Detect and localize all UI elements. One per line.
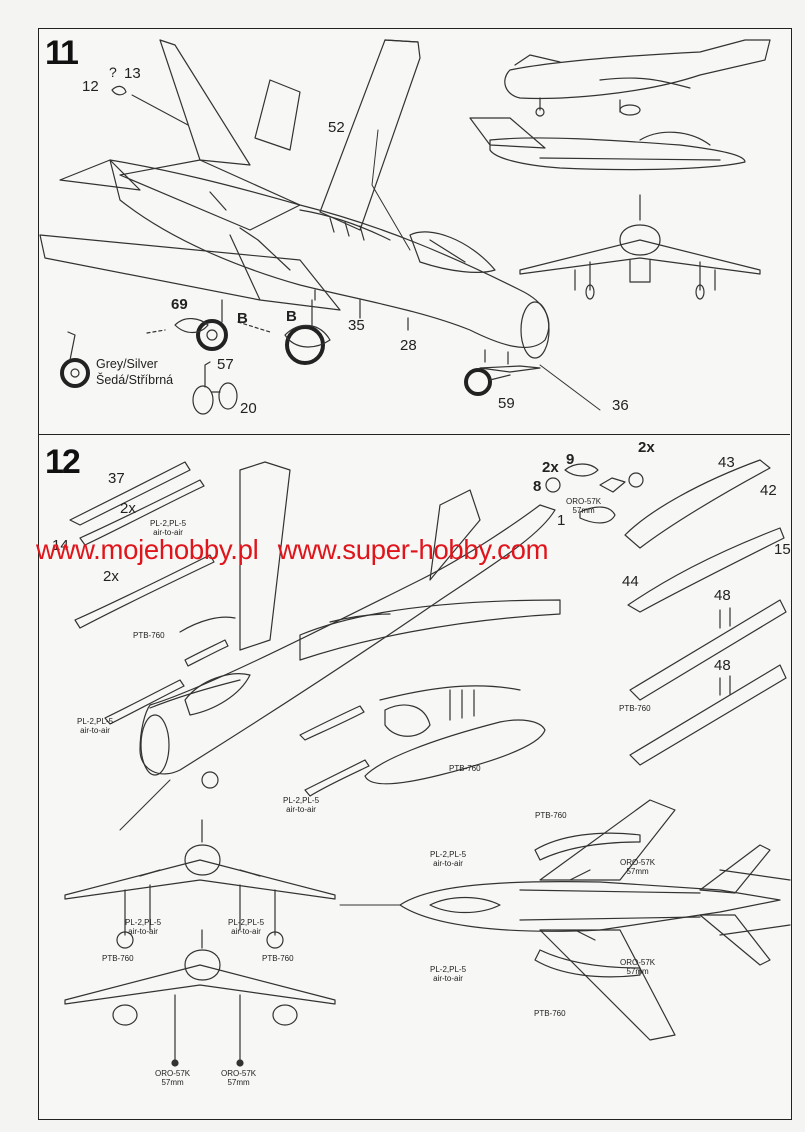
part-label-36: 36: [612, 397, 629, 414]
callout-front2-oro-left-line1: ORO-57K: [155, 1069, 191, 1078]
callout-pl-top-view-lower: PL-2,PL-5 air-to-air: [430, 965, 466, 983]
instruction-sheet: [38, 28, 792, 1120]
step11-front-view: [519, 194, 761, 300]
step12-drop-tanks-right: [545, 459, 787, 766]
callout-ptb-tank-b: PTB-760: [449, 764, 481, 773]
callout-oro-top-view-upper: ORO-57K 57mm: [620, 858, 655, 876]
step12-missiles: [69, 461, 370, 797]
callout-ptb-tank-a: PTB-760: [133, 631, 165, 640]
part-label-1: 1: [557, 512, 566, 529]
callout-ptb-top-view-upper: PTB-760: [535, 811, 567, 820]
part-label-13: 13: [124, 65, 141, 82]
quantity-2x-c: 2x: [542, 459, 559, 476]
wheel-color-note: Grey/Silver Šedá/Stříbrná: [96, 356, 173, 388]
step12-main-aircraft: [119, 461, 561, 831]
part-label-unknown: ?: [109, 64, 117, 80]
step11-side-view-upper: [504, 39, 771, 117]
step11-wheels: [60, 299, 511, 415]
part-label-48-a: 48: [714, 587, 731, 604]
part-label-14: 14: [52, 537, 69, 554]
part-label-52: 52: [328, 119, 345, 136]
callout-oro-top-view-lower: ORO-57K 57mm: [620, 958, 655, 976]
step12-drop-tank-ptb760-main: [364, 689, 546, 785]
callout-pl-missile-c: PL-2,PL-5 air-to-air: [283, 796, 319, 814]
part-label-42: 42: [760, 482, 777, 499]
part-label-59: 59: [498, 395, 515, 412]
callout-front1-pl-left-line2: air-to-air: [128, 927, 158, 936]
callout-pl-top-view-upper: PL-2,PL-5 air-to-air: [430, 850, 466, 868]
wheel-color-cz: Šedá/Stříbrná: [96, 373, 174, 387]
watermark: www.mojehobby.pl www.super-hobby.com: [36, 534, 796, 566]
assembly-label-b-2: B: [286, 308, 297, 325]
part-label-9: 9: [566, 451, 575, 468]
callout-pl-b-line1: PL-2,PL-5: [77, 717, 114, 726]
assembly-label-b-1: B: [237, 310, 248, 327]
part-label-35: 35: [348, 317, 365, 334]
part-label-69: 69: [171, 296, 188, 313]
callout-front1-pl-right-line2: air-to-air: [231, 927, 261, 936]
step12-top-view: [339, 799, 791, 1041]
callout-ptb-tank-c: PTB-760: [619, 704, 651, 713]
callout-oro-line1: ORO-57K: [566, 497, 602, 506]
callout-front1-pl-right: PL-2,PL-5 air-to-air: [228, 918, 264, 936]
callout-pl-a-line1: PL-2,PL-5: [150, 519, 187, 528]
callout-oro-top-line2: 57mm: [626, 867, 649, 876]
callout-front2-oro-right-line2: 57mm: [227, 1078, 250, 1087]
part-label-44: 44: [622, 573, 639, 590]
callout-ptb-top-view-lower: PTB-760: [534, 1009, 566, 1018]
part-label-8: 8: [533, 478, 542, 495]
callout-oro-top-line1: ORO-57K: [620, 858, 656, 867]
callout-pl-missile-a: PL-2,PL-5 air-to-air: [150, 519, 186, 537]
step12-front-view-lower: [64, 929, 336, 1067]
watermark-right: www.super-hobby.com: [277, 534, 549, 565]
quantity-2x-d: 2x: [638, 439, 655, 456]
wheel-color-en: Grey/Silver: [96, 357, 158, 371]
callout-pl-bot-line1: PL-2,PL-5: [430, 965, 467, 974]
callout-front2-oro-right-line1: ORO-57K: [221, 1069, 257, 1078]
part-label-57: 57: [217, 356, 234, 373]
callout-pl-b-line2: air-to-air: [80, 726, 110, 735]
callout-front2-oro-right: ORO-57K 57mm: [221, 1069, 256, 1087]
part-label-12: 12: [82, 78, 99, 95]
step-number-12: 12: [45, 443, 81, 481]
callout-pl-a-line2: air-to-air: [153, 528, 183, 537]
callout-front2-oro-left: ORO-57K 57mm: [155, 1069, 190, 1087]
callout-pl-top-line1: PL-2,PL-5: [430, 850, 467, 859]
quantity-2x-a: 2x: [120, 500, 136, 517]
callout-front2-oro-left-line2: 57mm: [161, 1078, 184, 1087]
part-label-37: 37: [108, 470, 125, 487]
callout-oro-bot-line2: 57mm: [626, 967, 649, 976]
callout-front1-ptb-left: PTB-760: [102, 954, 134, 963]
quantity-2x-b: 2x: [103, 568, 119, 585]
callout-oro-line2: 57mm: [572, 506, 595, 515]
step11-side-view-lower: [469, 117, 746, 171]
callout-pl-c-line2: air-to-air: [286, 805, 316, 814]
callout-pl-c-line1: PL-2,PL-5: [283, 796, 320, 805]
callout-pl-missile-b: PL-2,PL-5 air-to-air: [77, 717, 113, 735]
step-divider: [38, 434, 790, 435]
part-label-15: 15: [774, 541, 791, 558]
callout-front1-pl-left-line1: PL-2,PL-5: [125, 918, 162, 927]
callout-pl-top-line2: air-to-air: [433, 859, 463, 868]
callout-front1-pl-left: PL-2,PL-5 air-to-air: [125, 918, 161, 936]
callout-pl-bot-line2: air-to-air: [433, 974, 463, 983]
part-label-43: 43: [718, 454, 735, 471]
part-label-28: 28: [400, 337, 417, 354]
step-number-11: 11: [45, 34, 79, 72]
callout-front1-pl-right-line1: PL-2,PL-5: [228, 918, 265, 927]
callout-front1-ptb-right: PTB-760: [262, 954, 294, 963]
step11-main-aircraft: [39, 39, 601, 411]
step12-front-view-upper: [64, 819, 336, 949]
part-label-20: 20: [240, 400, 257, 417]
part-label-48-b: 48: [714, 657, 731, 674]
callout-oro-rocket-pod: ORO-57K 57mm: [566, 497, 601, 515]
callout-oro-bot-line1: ORO-57K: [620, 958, 656, 967]
watermark-left: www.mojehobby.pl: [36, 534, 259, 565]
